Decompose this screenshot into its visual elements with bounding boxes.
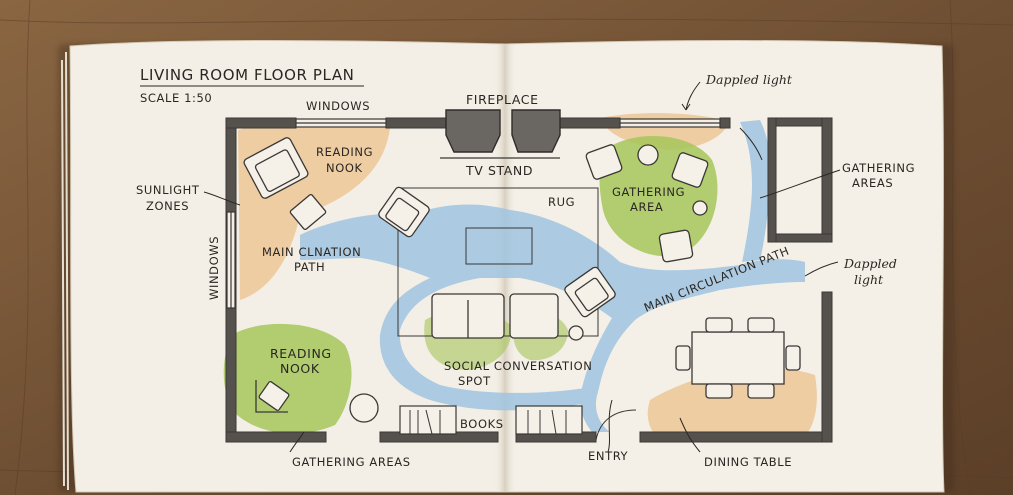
label-rug: RUG (548, 195, 575, 209)
plan-scale: SCALE 1:50 (140, 91, 212, 105)
reading-nook-furniture (255, 380, 379, 423)
label-books: BOOKS (460, 417, 504, 431)
sofas (431, 293, 584, 341)
label-gathering-area-1: GATHERING (612, 185, 685, 199)
label-dining-table: DINING TABLE (704, 455, 792, 469)
window-openings (226, 118, 721, 309)
label-sunlight-zones-2: ZONES (146, 199, 189, 213)
label-reading-nook-top-2: NOOK (326, 161, 363, 175)
label-sunlight-zones-1: SUNLIGHT (136, 183, 200, 197)
label-main-path-left-1: MAIN CLNATION (262, 245, 361, 259)
annotation-leaders (203, 81, 841, 453)
label-entry: ENTRY (588, 449, 629, 463)
label-dappled-light-right-1: Dappled (843, 256, 897, 271)
label-dappled-light-top: Dappled light (705, 72, 793, 87)
title-block: LIVING ROOM FLOOR PLAN SCALE 1:50 (140, 66, 364, 105)
label-main-path-left-2: PATH (294, 260, 325, 274)
label-gathering-areas-bottom: GATHERING AREAS (292, 455, 411, 469)
bookshelves (399, 405, 583, 435)
label-reading-nook-bottom-2: NOOK (280, 361, 320, 376)
label-social-spot-2: SPOT (458, 374, 491, 388)
label-windows-top: WINDOWS (306, 99, 370, 113)
label-reading-nook-bottom-1: READING (270, 346, 332, 361)
label-social-spot-1: SOCIAL CONVERSATION (444, 359, 592, 373)
label-dappled-light-right-2: light (854, 272, 884, 287)
gathering-area-chairs (585, 144, 709, 263)
dining-set (675, 317, 801, 399)
label-fireplace: FIREPLACE (466, 92, 539, 107)
plan-title: LIVING ROOM FLOOR PLAN (140, 66, 355, 84)
label-gathering-areas-right-2: AREAS (852, 176, 893, 190)
label-windows-left: WINDOWS (207, 236, 221, 300)
circulation-path-wash (300, 120, 805, 432)
label-gathering-area-2: AREA (630, 200, 663, 214)
fireplace (445, 109, 561, 153)
label-tv-stand: TV STAND (465, 163, 533, 178)
label-reading-nook-top-1: READING (316, 145, 373, 159)
label-gathering-areas-right-1: GATHERING (842, 161, 915, 175)
armchairs (243, 137, 616, 318)
